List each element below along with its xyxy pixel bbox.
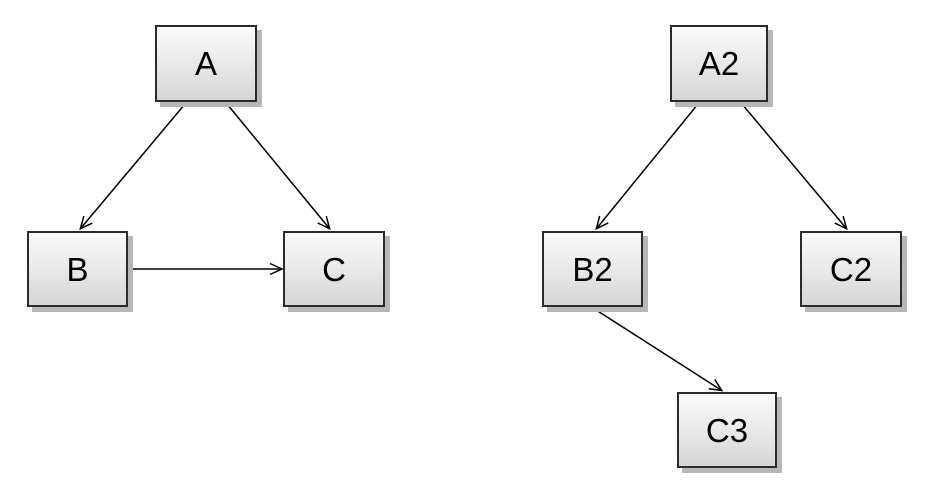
node-C2[interactable]: C2 (800, 231, 902, 307)
edge-B2-to-C3 (592, 307, 724, 392)
node-label-C3: C3 (705, 411, 749, 449)
node-C[interactable]: C (283, 231, 385, 307)
edges-group (79, 103, 848, 392)
node-label-B: B (66, 250, 89, 288)
node-label-C: C (322, 250, 346, 288)
node-label-B2: B2 (572, 250, 613, 288)
edge-A2-to-C2 (741, 103, 848, 231)
node-B2[interactable]: B2 (542, 231, 643, 307)
node-C3[interactable]: C3 (677, 392, 777, 468)
node-label-C2: C2 (829, 250, 873, 288)
edge-A-to-B (79, 103, 186, 231)
node-A[interactable]: A (155, 25, 257, 102)
node-A2[interactable]: A2 (670, 25, 768, 102)
edge-A2-to-B2 (595, 103, 699, 231)
edge-A-to-C (226, 103, 331, 231)
node-label-A: A (194, 45, 217, 82)
node-B[interactable]: B (27, 231, 128, 307)
node-label-A2: A2 (698, 45, 740, 82)
